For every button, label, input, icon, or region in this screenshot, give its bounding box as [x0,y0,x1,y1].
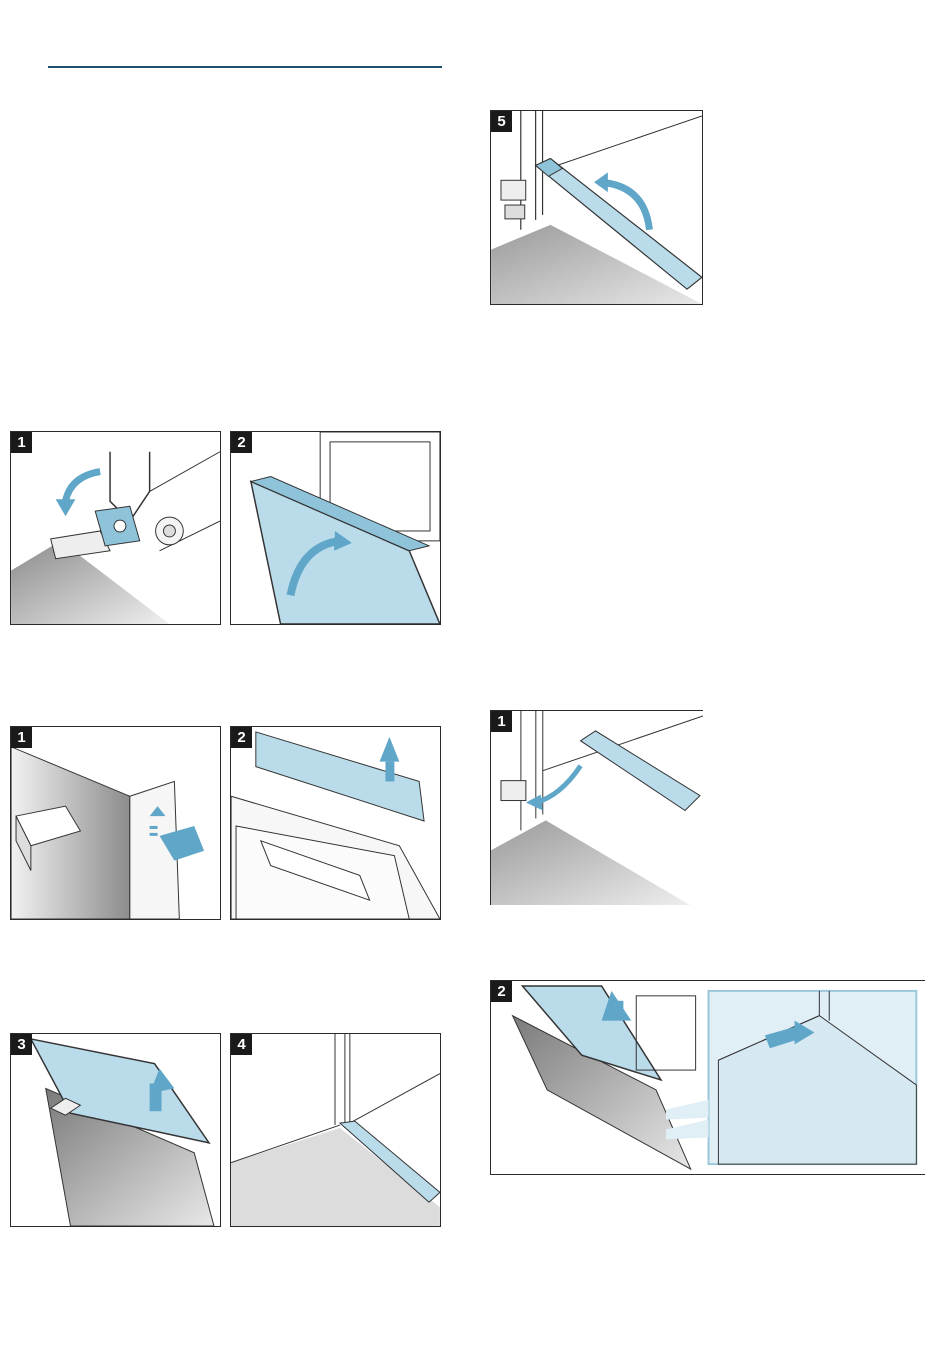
oven-cavity-illustration [231,1034,440,1226]
door-cover-removal-illustration [231,727,440,919]
hinge-lever-illustration [11,432,220,624]
step-number-badge: 2 [491,981,512,1002]
figure-refit-door-glass: 2 [490,980,925,1175]
figure-remove-cover: 2 [230,726,441,920]
step-number-badge: 1 [11,432,32,453]
glass-panel-removal-illustration [11,1034,220,1226]
door-closing-illustration [231,432,440,624]
glass-insert-illustration [491,711,703,905]
step-number-badge: 2 [231,432,252,453]
step-number-badge: 5 [491,111,512,132]
oven-door-glass-illustration [491,111,702,304]
door-side-release-illustration [11,727,220,919]
figure-door-close: 2 [230,431,441,625]
glass-refit-detail-illustration [491,981,925,1174]
step-number-badge: 4 [231,1034,252,1055]
figure-hinge-lock: 1 [10,431,221,625]
figure-step-5-glass-fitting: 5 [490,110,703,305]
figure-insert-glass: 1 [490,710,703,905]
figure-oven-cavity: 4 [230,1033,441,1227]
figure-remove-glass: 3 [10,1033,221,1227]
step-number-badge: 1 [491,711,512,732]
figure-press-release: 1 [10,726,221,920]
step-number-badge: 3 [11,1034,32,1055]
step-number-badge: 1 [11,727,32,748]
header-rule [48,66,442,68]
step-number-badge: 2 [231,727,252,748]
